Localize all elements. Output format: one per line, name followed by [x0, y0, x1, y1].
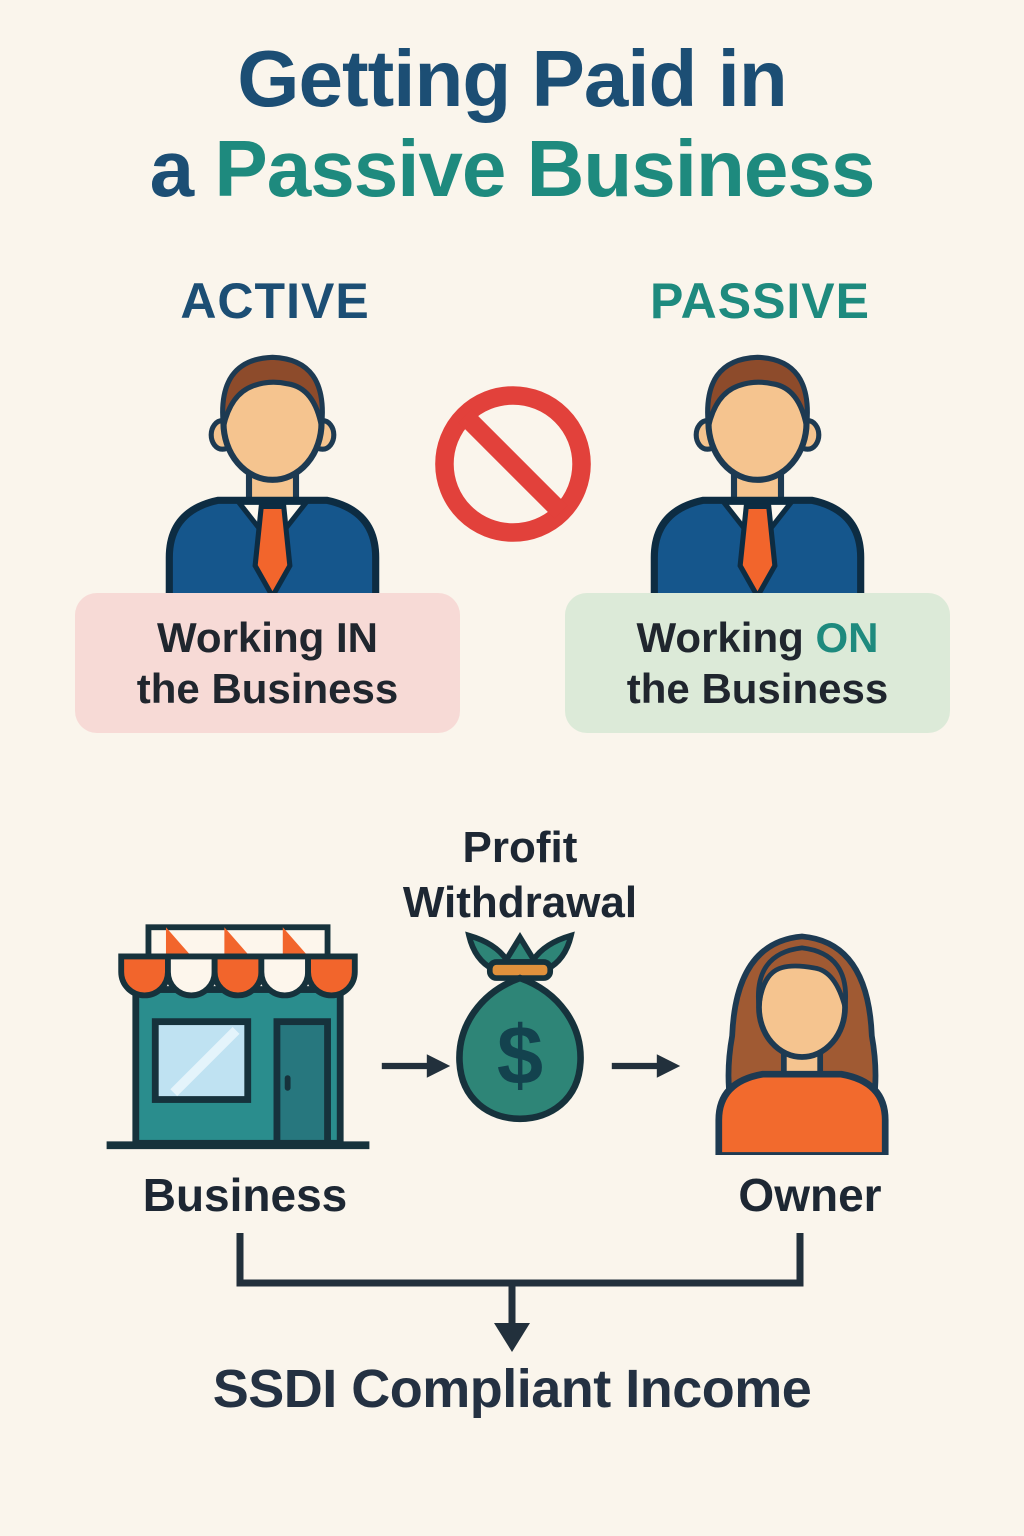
- profit-withdrawal-label: Profit Withdrawal: [402, 823, 638, 927]
- active-label-line-2: the Business: [136, 665, 399, 712]
- active-header: ACTIVE: [180, 273, 370, 329]
- business-label: Business: [142, 1169, 348, 1221]
- passive-label-line-2: the Business: [626, 665, 889, 712]
- owner-label: Owner: [738, 1169, 882, 1221]
- arrow-right-icon: [380, 1048, 452, 1089]
- passive-label-box: Working ON the Business: [565, 593, 950, 733]
- result-label: SSDI Compliant Income: [212, 1359, 812, 1419]
- passive-label-line-1: Working ON: [636, 613, 879, 661]
- passive-keyword: ON: [815, 613, 879, 661]
- title-line-1: Getting Paid in: [237, 34, 787, 123]
- active-label-box: Working IN the Business: [75, 593, 460, 733]
- title-highlight: Passive Business: [214, 124, 875, 214]
- businessman-icon: [155, 345, 390, 611]
- storefront-icon: [92, 900, 384, 1163]
- no-entry-icon: [425, 376, 601, 557]
- arrow-right-icon: [610, 1048, 682, 1089]
- passive-header: PASSIVE: [649, 273, 871, 329]
- businessman-icon: [640, 345, 875, 611]
- money-bag-icon: $: [435, 928, 605, 1131]
- dollar-sign: $: [497, 1009, 543, 1102]
- active-label-line-1: Working IN: [157, 613, 378, 661]
- woman-icon: [692, 902, 912, 1160]
- title-line-2: a Passive Business: [149, 124, 876, 214]
- page-title: Getting Paid in a Passive Business: [0, 34, 1024, 215]
- merge-bracket-down-arrow: [205, 1228, 825, 1360]
